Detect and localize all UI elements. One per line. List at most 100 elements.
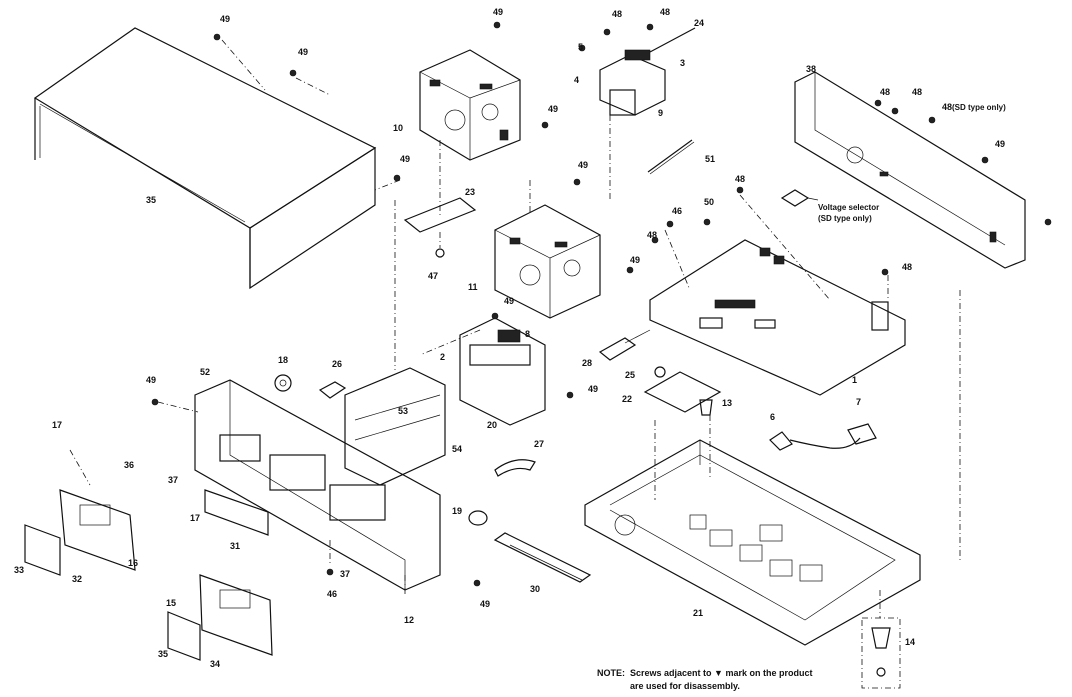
label-53: 53 [398,406,408,416]
label-49-a: 49 [220,14,230,24]
label-27: 27 [534,439,544,449]
label-2: 2 [440,352,445,362]
label-48-g: 48 [647,230,657,240]
voltage-selector [780,189,819,207]
knob-26 [318,381,347,399]
label-46-b: 46 [327,589,337,599]
label-31: 31 [230,541,240,551]
label-11: 11 [468,282,478,292]
main-pcb [649,239,906,396]
label-49-e: 49 [548,104,558,114]
label-49-l: 49 [480,599,490,609]
assembly-lines [69,39,961,618]
label-17-a: 17 [52,420,62,430]
label-5: 5 [578,42,583,52]
label-8: 8 [525,329,530,339]
label-13: 13 [722,398,732,408]
disassembly-note: NOTE: Screws adjacent to ▼ mark on the p… [597,668,812,691]
label-19: 19 [452,506,462,516]
label-1: 1 [852,375,857,385]
note-line-2: are used for disassembly. [630,681,740,691]
wire-tie [647,139,695,175]
sub-pcb [643,366,722,416]
label-38: 38 [806,64,816,74]
label-18: 18 [278,355,288,365]
label-9: 9 [658,108,663,118]
cassette-mechanism-lower [494,204,601,319]
label-37-a: 37 [168,475,178,485]
label-26: 26 [332,359,342,369]
label-6: 6 [770,412,775,422]
label-4: 4 [574,75,579,85]
note-line-1: Screws adjacent to ▼ mark on the product [630,668,812,678]
label-48-h: 48 [902,262,912,272]
label-22: 22 [622,394,632,404]
label-47: 47 [428,271,438,281]
label-48-c: 48 [880,87,890,97]
label-20: 20 [487,420,497,430]
label-36: 36 [124,460,134,470]
label-10: 10 [393,123,403,133]
cassette-mechanism-upper [419,49,521,161]
label-23: 23 [465,187,475,197]
switch-bracket [459,317,546,426]
screws [151,21,1052,587]
bracket-23 [403,197,477,258]
label-30: 30 [530,584,540,594]
label-51: 51 [705,154,715,164]
top-cover [33,27,377,290]
label-34: 34 [210,659,220,669]
label-35-door: 35 [158,649,168,659]
label-17-b: 17 [190,513,200,523]
label-48-f: 48 [735,174,745,184]
label-48-d: 48 [912,87,922,97]
label-48-e: 48 [942,102,952,112]
label-49-g: 49 [630,255,640,265]
note-heading: NOTE: [597,668,625,678]
label-32: 32 [72,574,82,584]
label-3: 3 [680,58,685,68]
rear-panel [794,71,1026,269]
label-48-a: 48 [612,9,622,19]
sd-type-annotation: (SD type only) [952,103,1006,112]
label-14: 14 [905,637,915,647]
label-7: 7 [856,397,861,407]
label-25: 25 [625,370,635,380]
solenoid-assembly [599,27,696,200]
cassette-door-right [167,574,273,661]
label-21: 21 [693,608,703,618]
voltage-selector-note: (SD type only) [818,214,872,223]
label-35-cover: 35 [146,195,156,205]
voltage-selector-label: Voltage selector [818,203,879,212]
label-54: 54 [452,444,462,454]
label-24: 24 [694,18,704,28]
label-12: 12 [404,615,414,625]
label-49-d: 49 [493,7,503,17]
label-49-h: 49 [504,296,514,306]
label-52: 52 [200,367,210,377]
label-49-b: 49 [298,47,308,57]
connector-28 [598,329,651,361]
chassis [584,439,921,646]
label-28: 28 [582,358,592,368]
foot-assembly [861,617,901,689]
label-33: 33 [14,565,24,575]
label-16: 16 [128,558,138,568]
label-37-b: 37 [340,569,350,579]
part-labels: 49 49 49 49 49 49 49 49 49 49 49 49 48 4… [14,7,1006,669]
label-48-b: 48 [660,7,670,17]
label-49-j: 49 [146,375,156,385]
label-49-k: 49 [995,139,1005,149]
label-15: 15 [166,598,176,608]
lever-27 [494,459,536,477]
knob-19 [468,510,488,526]
label-46-a: 46 [672,206,682,216]
switch-array [344,367,446,486]
label-49-i: 49 [588,384,598,394]
button-strip [493,532,592,583]
power-cord [769,423,877,451]
label-49-f: 49 [578,160,588,170]
window-31 [204,489,269,536]
label-49-c: 49 [400,154,410,164]
